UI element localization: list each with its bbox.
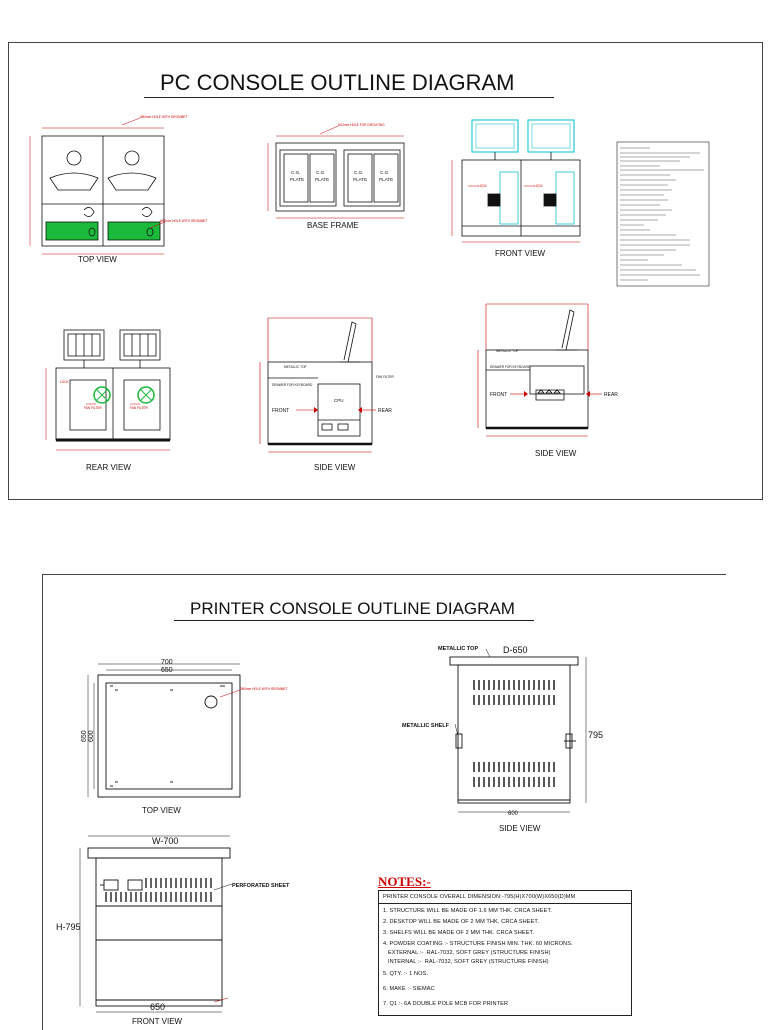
pc-side-view-1-label: SIDE VIEW <box>314 463 356 472</box>
pc-side-view-2-drawing <box>485 309 589 430</box>
plate-label: C.G. <box>291 170 300 175</box>
pc-rear-lock-callout: LOCK <box>60 380 70 384</box>
notes-line: PRINTER CONSOLE OVERALL DIMENSION:-795(H… <box>383 894 576 900</box>
notes-line: EXTERNAL :- RAL-7032, SOFT GREY (STRUCTU… <box>383 950 551 956</box>
pc-side2-drawer: DRAWER FOR KEYBOARD <box>490 365 531 369</box>
printer-side-height: 795 <box>588 730 603 740</box>
plate-label: C.G. <box>316 170 325 175</box>
pc-side2-front: FRONT <box>490 392 507 398</box>
pc-top-cable-note: Ø60mm HOLE WITH GROMMET <box>160 219 208 223</box>
printer-console-title-underline <box>174 620 534 621</box>
pc-side2-metallic-top: METALLIC TOP <box>496 349 519 353</box>
pc-base-frame-drawing <box>275 142 405 212</box>
notes-line: 4. POWDER COATING :- STRUCTURE FINISH MI… <box>383 941 573 947</box>
notes-line: 1. STRUCTURE WILL BE MADE OF 1.6 MM THK.… <box>383 908 552 914</box>
printer-notes-box: PRINTER CONSOLE OVERALL DIMENSION:-795(H… <box>378 890 632 1016</box>
pc-side1-cpu: CPU <box>334 398 344 403</box>
pc-front-view-label: FRONT VIEW <box>495 249 546 258</box>
pc-side1-rear: REAR <box>378 408 392 414</box>
plate-label: PLATE <box>379 177 393 182</box>
printer-notes-heading: NOTES:- <box>378 874 431 889</box>
printer-side-metallic-top: METALLIC TOP <box>438 646 478 652</box>
pc-side1-fan-filter: FAN FILTER <box>376 375 395 379</box>
pc-top-grommet-note: Ø60mm HOLE WITH GROMMET <box>140 115 188 119</box>
fan-icon <box>137 386 155 404</box>
pc-front-lock-callout: LOCK <box>478 184 488 188</box>
pc-rear-fan-filter-callout: FAN FILTER <box>84 406 103 410</box>
printer-top-view-drawing <box>97 674 241 798</box>
pc-console-sheet-frame <box>8 42 763 500</box>
plate-label: PLATE <box>353 177 367 182</box>
printer-side-bottom-dim: 600 <box>508 811 519 817</box>
pc-top-view-label: TOP VIEW <box>78 255 117 264</box>
printer-top-dim-600h: 600 <box>88 730 95 742</box>
printer-front-height: H-795 <box>56 922 81 932</box>
pc-front-view-drawing <box>461 119 581 237</box>
printer-front-perforated-sheet: PERFORATED SHEET <box>232 883 290 889</box>
printer-front-width: W-700 <box>152 836 178 846</box>
printer-console-title: PRINTER CONSOLE OUTLINE DIAGRAM <box>190 599 515 618</box>
printer-grommet-note: Ø60mm HOLE WITH GROMMET <box>240 687 288 691</box>
pc-side2-rear: REAR <box>604 392 618 398</box>
pc-base-hole-note: Ø12mm HOLE FOR GROUTING <box>338 123 385 127</box>
printer-top-dim-650h: 650 <box>81 730 88 742</box>
printer-console-sheet-frame <box>42 574 726 1030</box>
printer-side-perforations <box>473 680 555 787</box>
printer-top-dim-650: 650 <box>161 667 173 674</box>
pc-spec-notes-box <box>616 141 710 287</box>
printer-top-dim-700: 700 <box>161 659 173 666</box>
pc-rear-view-drawing <box>55 329 171 442</box>
printer-front-bottom-dim: 650 <box>150 1002 165 1012</box>
pc-top-view-dimensions <box>29 117 166 255</box>
pc-side-view-2-label: SIDE VIEW <box>535 449 577 458</box>
notes-line: 7. Q1 :- 6A DOUBLE POLE MCB FOR PRINTER <box>383 1001 509 1007</box>
notes-line: INTERNAL :- RAL-7032, SOFT GREY (STRUCTU… <box>383 959 549 965</box>
printer-top-view-label: TOP VIEW <box>142 806 181 815</box>
plate-label: PLATE <box>290 177 304 182</box>
pc-base-frame-label: BASE FRAME <box>307 221 359 230</box>
plate-label: C.G. <box>380 170 389 175</box>
pc-spec-notes-lines <box>620 147 704 281</box>
pc-rear-view-label: REAR VIEW <box>86 463 131 472</box>
plate-label: PLATE <box>315 177 329 182</box>
plate-label: C.G. <box>354 170 363 175</box>
notes-line: 6. MAKE :- SIEMAC <box>383 986 435 992</box>
pc-console-title: PC CONSOLE OUTLINE DIAGRAM <box>160 70 515 95</box>
notes-divider <box>379 903 631 904</box>
pc-front-lock-callout: LOCK <box>534 184 544 188</box>
notes-line: 3. SHELFS WILL BE MADE OF 2 MM THK. CRCA… <box>383 930 535 936</box>
printer-front-view-label: FRONT VIEW <box>132 1017 183 1026</box>
pc-rear-fan-filter-callout: FAN FILTER <box>130 406 149 410</box>
pc-side1-metallic-top: METALLIC TOP <box>284 365 307 369</box>
pc-side1-drawer: DRAWER FOR KEYBOARD <box>272 383 313 387</box>
pc-console-title-underline <box>144 97 554 98</box>
printer-side-view-label: SIDE VIEW <box>499 824 541 833</box>
printer-side-view-drawing <box>449 656 579 804</box>
printer-front-perforations <box>105 878 212 902</box>
printer-front-view-drawing <box>87 847 231 1007</box>
pc-side1-front: FRONT <box>272 408 289 414</box>
printer-side-metallic-shelf: METALLIC SHELF <box>402 723 450 729</box>
notes-line: 5. QTY. :- 1 NOS. <box>383 971 429 977</box>
notes-line: 2. DESKTOP WILL BE MADE OF 2 MM THK. CRC… <box>383 919 539 925</box>
printer-side-depth: D-650 <box>503 645 528 655</box>
fan-icon <box>93 386 111 404</box>
